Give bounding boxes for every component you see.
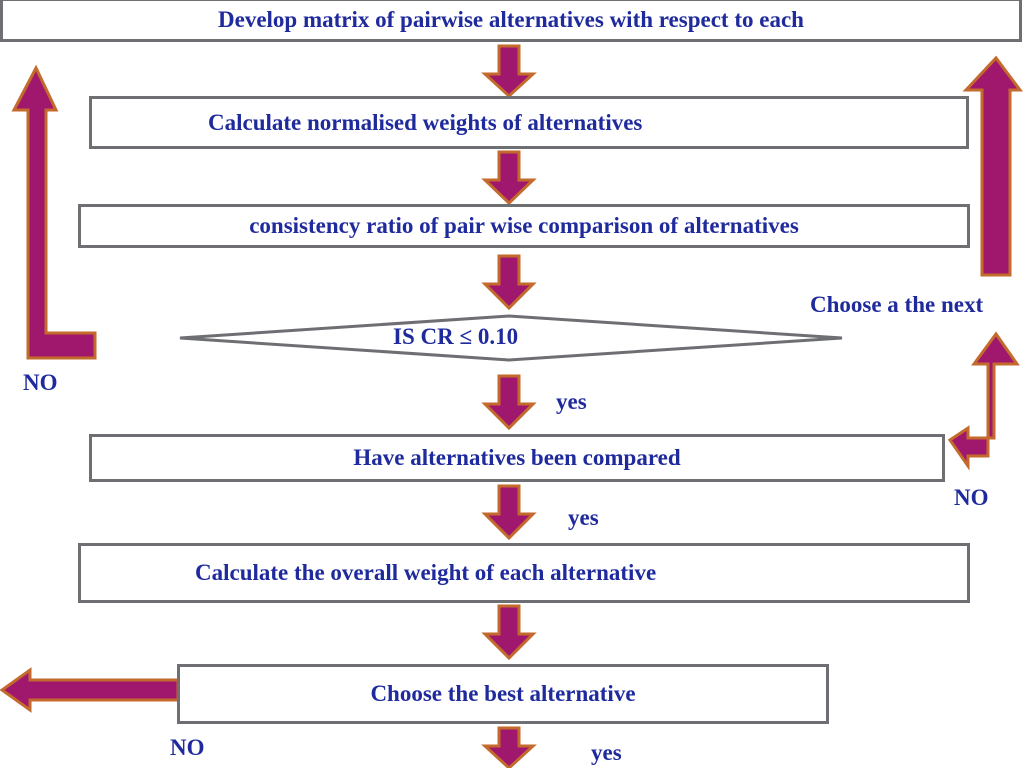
normalised-weights-box: Calculate normalised weights of alternat… (89, 96, 969, 149)
left-loop-arrow (11, 64, 97, 360)
down-arrow-2 (481, 150, 537, 206)
best-alternative-box: Choose the best alternative (177, 664, 829, 724)
no-right-label: NO (954, 485, 989, 510)
down-arrow-6 (481, 604, 537, 661)
right-return-arrow (947, 331, 1020, 471)
right-up-arrow (962, 55, 1023, 277)
consistency-ratio-box: consistency ratio of pair wise compariso… (78, 204, 970, 248)
best-alternative-text: Choose the best alternative (370, 681, 636, 706)
down-arrow-1 (481, 44, 537, 99)
consistency-ratio-text: consistency ratio of pair wise compariso… (249, 213, 799, 238)
down-arrow-5 (481, 484, 537, 541)
choose-next-label: Choose a the next (810, 292, 984, 317)
alternatives-compared-box: Have alternatives been compared (89, 434, 945, 482)
down-arrow-3 (481, 254, 537, 311)
down-arrow-4 (481, 374, 537, 431)
decision-diamond (179, 314, 843, 362)
left-exit-arrow (0, 667, 180, 713)
develop-matrix-text: Develop matrix of pairwise alternatives … (218, 7, 804, 32)
yes-label-1: yes (556, 389, 587, 414)
no-bottom-label: NO (170, 735, 205, 760)
yes-label-2: yes (568, 505, 599, 530)
overall-weight-box: Calculate the overall weight of each alt… (78, 543, 970, 603)
overall-weight-text: Calculate the overall weight of each alt… (195, 560, 657, 585)
develop-matrix-box: Develop matrix of pairwise alternatives … (0, 0, 1022, 42)
down-arrow-7 (481, 726, 537, 768)
no-left-label: NO (23, 370, 58, 395)
alternatives-compared-text: Have alternatives been compared (353, 445, 681, 470)
decision-cr-text: IS CR ≤ 0.10 (393, 324, 519, 349)
yes-label-3: yes (591, 740, 622, 765)
normalised-weights-text: Calculate normalised weights of alternat… (208, 109, 643, 135)
